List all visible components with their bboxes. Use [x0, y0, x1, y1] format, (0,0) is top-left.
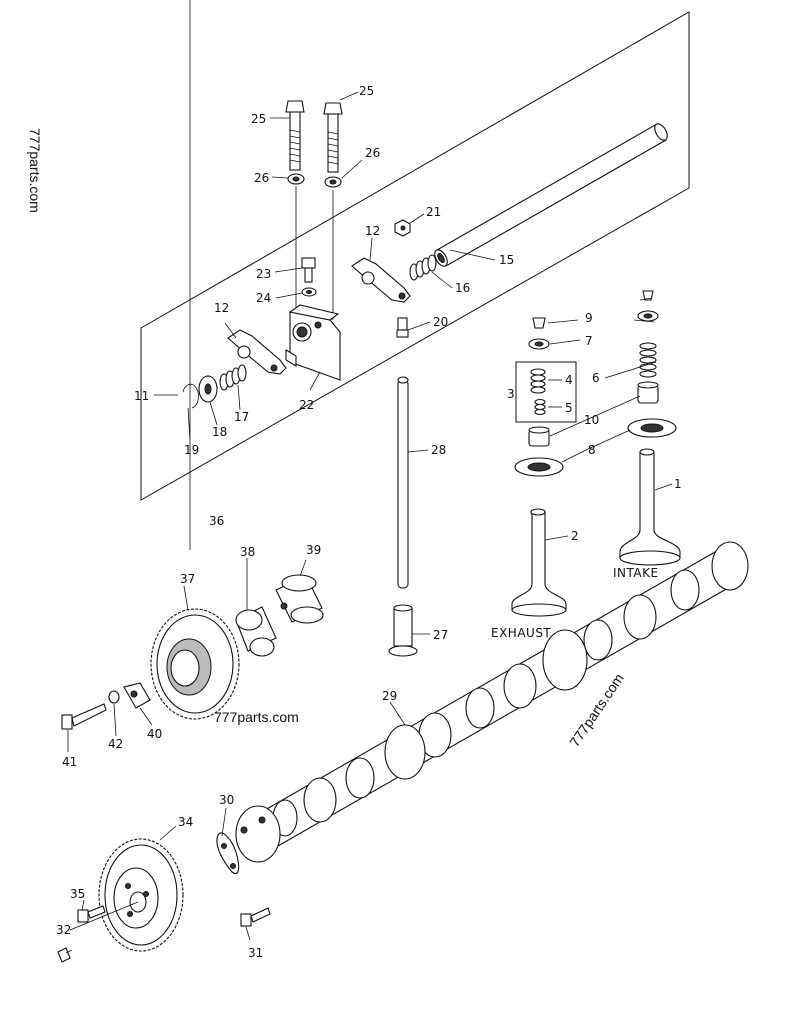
- rocker-assembly-frame: [140, 11, 690, 501]
- callout-37: 37: [180, 572, 195, 586]
- rocker-shaft-15: [434, 123, 668, 267]
- callout-8: 8: [588, 443, 596, 457]
- snap-ring-19: [182, 383, 199, 409]
- callout-5: 5: [565, 401, 573, 415]
- exhaust-valve-2: [511, 508, 567, 617]
- callout-23: 23: [256, 267, 271, 281]
- callout-25: 25: [359, 84, 374, 98]
- plate-40: [123, 682, 151, 709]
- spring-set-3-box: [515, 361, 577, 423]
- valve-seat-8-intake: [627, 418, 677, 438]
- retainer-7-intake: [637, 310, 659, 322]
- push-rod-28: [397, 376, 409, 589]
- callout-20: 20: [433, 315, 448, 329]
- callout-9: 9: [585, 311, 593, 325]
- callout-35: 35: [70, 887, 85, 901]
- exhaust-label: EXHAUST: [491, 626, 551, 640]
- callout-29: 29: [382, 689, 397, 703]
- nut-21: [394, 219, 411, 237]
- leader-lines: [65, 0, 673, 954]
- callout-36: 36: [209, 514, 224, 528]
- spring-5: [534, 398, 546, 416]
- callout-12: 12: [214, 301, 229, 315]
- callout-26: 26: [254, 171, 269, 185]
- spring-17: [219, 364, 247, 391]
- camshaft-29: [235, 541, 749, 863]
- bolt-25-left: [285, 100, 305, 171]
- bolt-31: [240, 907, 271, 927]
- valve-seat-8-exhaust: [514, 457, 564, 477]
- washer-24: [301, 287, 317, 297]
- callout-27: 27: [433, 628, 448, 642]
- collet-9-exhaust: [532, 317, 546, 329]
- watermark-text: 777parts.com: [27, 128, 43, 213]
- callout-7: 7: [585, 334, 593, 348]
- screw-20: [396, 317, 409, 338]
- spring-4: [530, 368, 546, 394]
- callout-3: 3: [507, 387, 515, 401]
- callout-2: 2: [571, 529, 579, 543]
- collet-9-intake: [642, 290, 654, 301]
- bolt-41: [61, 703, 107, 730]
- callout-39: 39: [306, 543, 321, 557]
- callout-numbers: 25 25 26 26 21 12 12 15 16 23 24 20 9 7 …: [56, 84, 682, 960]
- callout-28: 28: [431, 443, 446, 457]
- rocker-support-22: [285, 304, 341, 381]
- valve-seal-10-exhaust: [528, 426, 550, 447]
- valve-seal-10-intake: [637, 381, 659, 404]
- callout-1: 1: [674, 477, 682, 491]
- cam-gear-34: [98, 838, 184, 952]
- callout-21: 21: [426, 205, 441, 219]
- idler-gear-37: [150, 608, 240, 720]
- callout-38: 38: [240, 545, 255, 559]
- washer-42: [108, 690, 120, 704]
- callout-30: 30: [219, 793, 234, 807]
- bolt-23: [301, 257, 316, 283]
- callout-32: 32: [56, 923, 71, 937]
- spring-16: [409, 254, 437, 281]
- pin-32: [57, 947, 71, 963]
- callout-16: 16: [455, 281, 470, 295]
- callout-24: 24: [256, 291, 271, 305]
- callout-18: 18: [212, 425, 227, 439]
- callout-17: 17: [234, 410, 249, 424]
- callout-31: 31: [248, 946, 263, 960]
- gasket-30: [216, 832, 240, 874]
- idler-shaft-39: [275, 574, 324, 624]
- washer-26-left: [287, 173, 305, 185]
- rocker-arm-12-right: [351, 257, 411, 303]
- rocker-arm-12-left: [227, 329, 287, 375]
- washer-18: [198, 375, 218, 403]
- callout-6: 6: [592, 371, 600, 385]
- callout-42: 42: [108, 737, 123, 751]
- callout-40: 40: [147, 727, 162, 741]
- callout-10: 10: [584, 413, 599, 427]
- intake-valve-1: [619, 448, 681, 566]
- spring-6: [639, 342, 657, 378]
- callout-34: 34: [178, 815, 193, 829]
- washer-26-right: [324, 176, 342, 188]
- watermark-text: 777parts.com: [214, 709, 299, 725]
- callout-26: 26: [365, 146, 380, 160]
- tappet-27: [388, 604, 418, 657]
- callout-12: 12: [365, 224, 380, 238]
- callout-41: 41: [62, 755, 77, 769]
- bushing-38: [235, 606, 277, 657]
- bolt-25-right: [323, 102, 343, 173]
- callout-19: 19: [184, 443, 199, 457]
- callout-11: 11: [134, 389, 149, 403]
- callout-22: 22: [299, 398, 314, 412]
- callout-25: 25: [251, 112, 266, 126]
- callout-15: 15: [499, 253, 514, 267]
- bolt-35: [77, 905, 106, 923]
- retainer-7-exhaust: [528, 338, 550, 350]
- intake-label: INTAKE: [613, 566, 659, 580]
- callout-4: 4: [565, 373, 573, 387]
